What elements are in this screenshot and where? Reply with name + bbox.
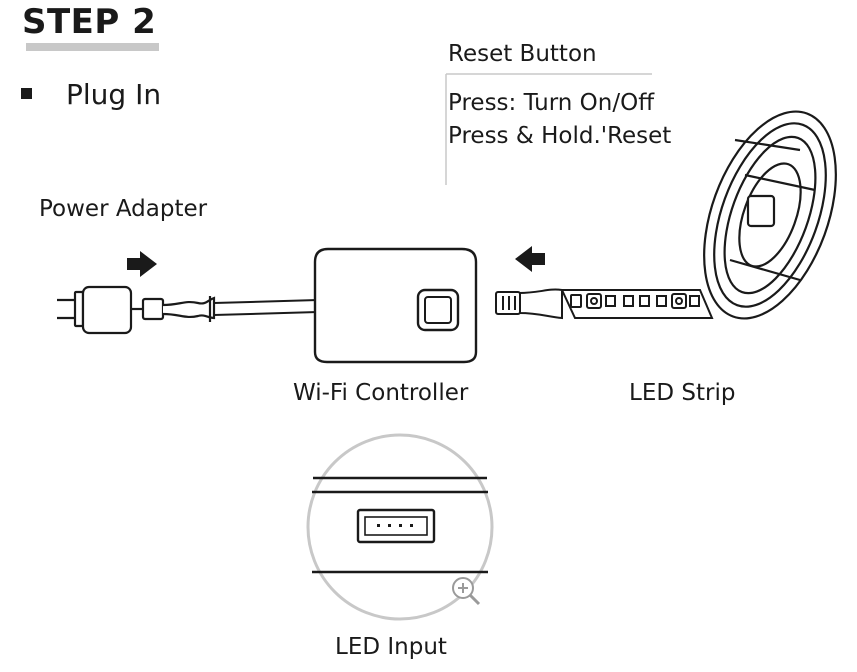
led-strip-tail — [495, 288, 714, 320]
wifi-controller-label: Wi-Fi Controller — [293, 380, 469, 406]
power-cable — [213, 299, 319, 316]
arrow-right-icon — [127, 251, 157, 277]
wifi-controller — [313, 247, 478, 364]
reset-hold-instruction: Press & Hold.'Reset — [448, 123, 672, 149]
step-title: STEP 2 — [22, 2, 157, 42]
power-adapter — [57, 285, 216, 335]
led-input-magnifier — [306, 433, 494, 621]
power-adapter-label: Power Adapter — [39, 196, 208, 222]
led-strip-reel — [703, 110, 837, 320]
zoom-in-icon — [452, 577, 481, 606]
reset-press-instruction: Press: Turn On/Off — [448, 90, 655, 116]
arrow-left-icon — [515, 246, 545, 272]
step-underline — [26, 43, 159, 51]
led-input-label: LED Input — [335, 634, 447, 660]
reset-button-title: Reset Button — [448, 41, 597, 67]
square-bullet-icon — [21, 88, 32, 99]
led-strip-label: LED Strip — [629, 380, 736, 406]
instruction-text: Plug In — [66, 78, 162, 111]
reset-callout — [445, 73, 652, 185]
